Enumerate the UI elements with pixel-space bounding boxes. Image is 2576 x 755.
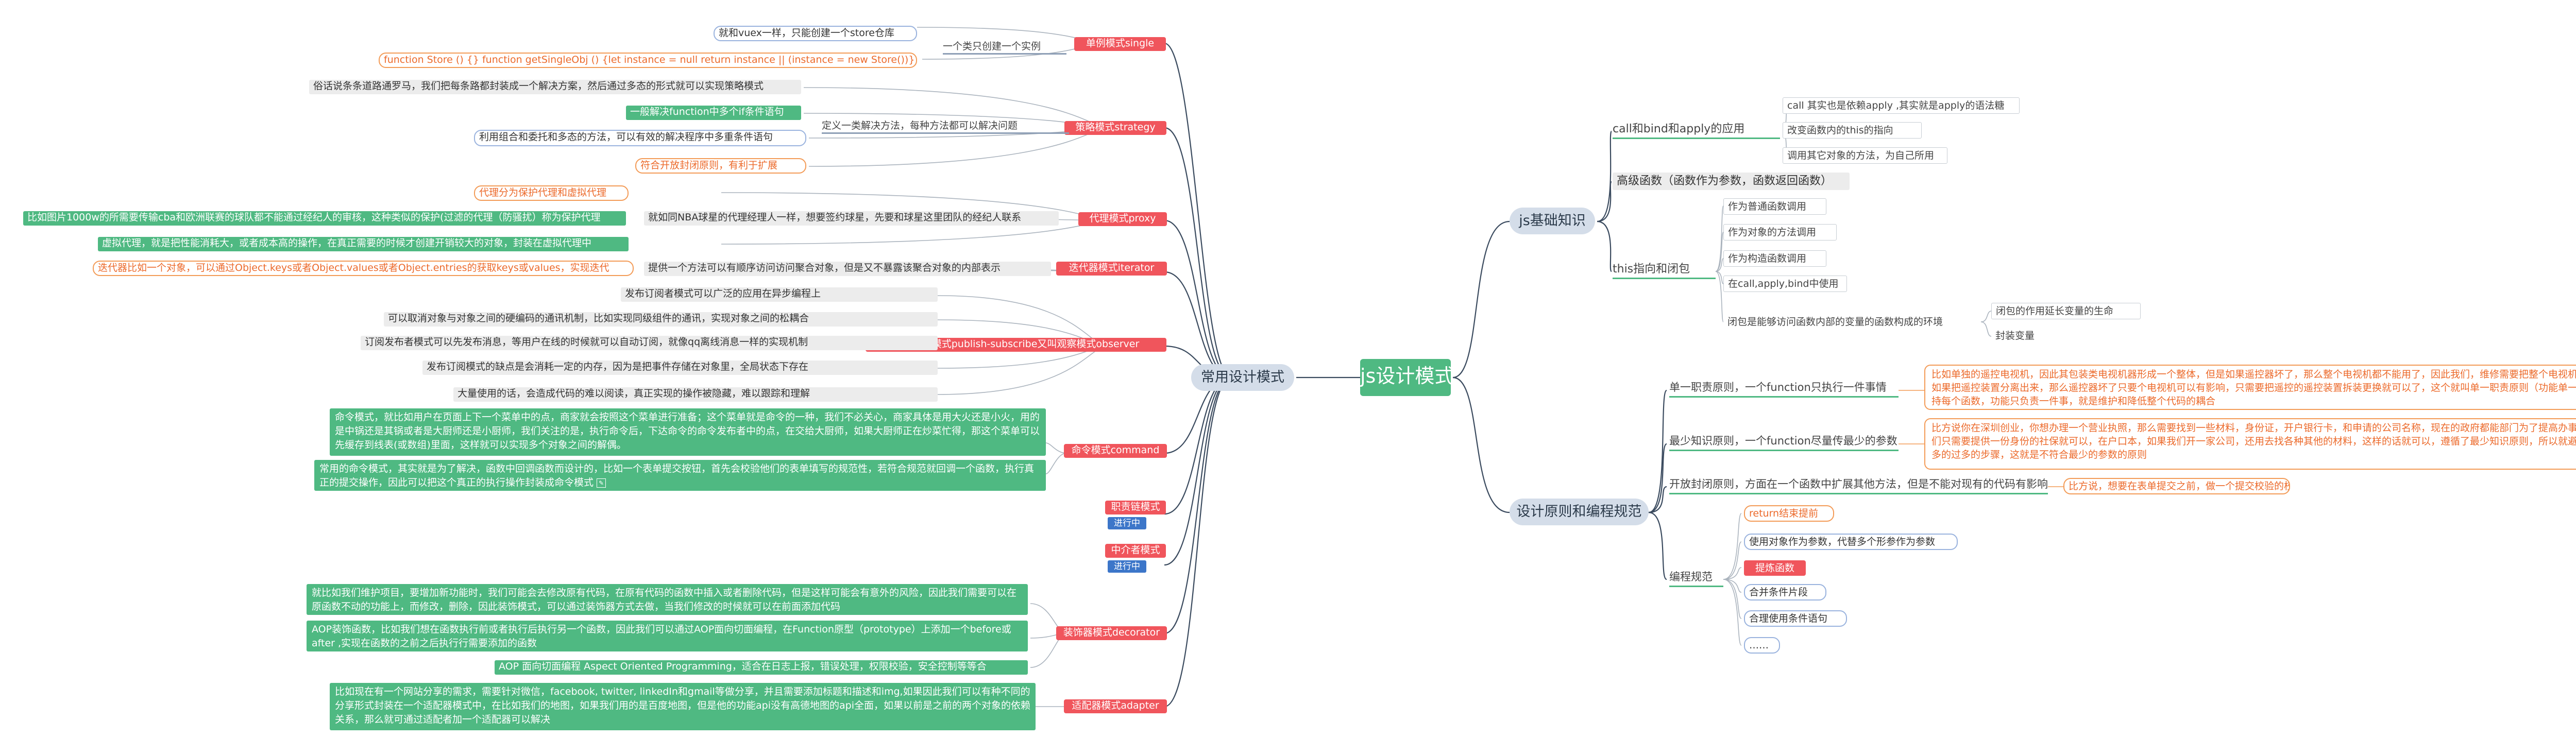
mediator-node[interactable]: 中介者模式 [1105,544,1166,558]
coding-item-1: return结束提前 [1744,505,1834,522]
singleton-desc: 一个类只创建一个实例 [943,40,1066,55]
coding-item-6: …… [1744,637,1780,654]
cba-item-3: 调用其它对象的方法，为自己所用 [1783,147,1947,164]
command-item-2: 常用的命令模式，其实就是为了解决，函数中回调函数而设计的，比如一个表单提交按钮，… [314,460,1046,491]
decorator-node[interactable]: 装饰器模式decorator [1056,626,1167,640]
proxy-desc: 就如同NBA球星的代理经理人一样，想要签约球星，先要和球星这里团队的经纪人联系 [644,211,1059,226]
ocp-detail: 比方说，想要在表单提交之前，做一个提交校验的校验 [2063,478,2290,494]
coding-item-3: 提炼函数 [1744,560,1806,576]
this-item-1: 作为普通函数调用 [1723,198,1826,215]
strategy-item-4: 符合开放封闭原则，有利于扩展 [635,158,806,174]
singleton-item-1: 就和vuex一样，只能创建一个store仓库 [714,26,917,41]
observer-item-5: 大量使用的话，会造成代码的难以阅读，真正实现的操作被隐藏，难以跟踪和理解 [453,387,938,402]
strategy-item-1: 俗话说条条道路通罗马，我们把每条路都封装成一个解决方案，然后通过多态的形式就可以… [309,80,801,94]
higher-order-node[interactable]: 高级函数（函数作为参数，函数返回函数） [1613,173,1850,190]
iterator-desc: 提供一个方法可以有顺序访问访问聚合对象，但是又不暴露该聚合对象的内部表示 [644,262,1051,276]
proxy-item-2: 比如图片1000w的所需要传输cba和欧洲联赛的球队都不能通过经纪人的审核，这种… [23,211,626,226]
strategy-item-2: 一般解决function中多个if条件语句 [626,106,801,120]
adapter-item-1: 比如现在有一个网站分享的需求，需要针对微信，facebook, twitter,… [330,683,1036,730]
singleton-node[interactable]: 单例模式single [1074,37,1166,51]
ocp-node[interactable]: 开放封闭原则，方面在一个函数中扩展其他方法，但是不能对现有的代码有影响 [1669,478,2048,494]
strategy-item-3: 利用组合和委托和多态的方法，可以有效的解决程序中多重条件语句 [474,130,806,146]
observer-item-3: 订阅发布者模式可以先发布消息，等用户在线的时候就可以自动订阅，就像qq离线消息一… [361,336,938,350]
coding-item-4: 合并条件片段 [1744,584,1826,600]
singleton-item-2: function Store () {} function getSingleO… [379,53,917,68]
observer-item-1: 发布订阅者模式可以广泛的应用在异步编程上 [621,287,938,302]
chain-badge: 进行中 [1108,517,1146,529]
strategy-node[interactable]: 策略模式strategy [1064,121,1166,135]
chain-node[interactable]: 职责链模式 [1105,501,1166,514]
lkp-node[interactable]: 最少知识原则，一个function尽量传最少的参数 [1669,435,1899,451]
root-node[interactable]: js设计模式 [1360,359,1451,396]
decorator-item-2: AOP装饰函数，比如我们想在函数执行前或者执行后执行另一个函数，因此我们可以通过… [307,621,1028,651]
srp-detail: 比如单独的遥控电视机，因此其包装类电视机器形成一个整体，但是如果遥控器坏了，那么… [1924,365,2576,410]
observer-item-2: 可以取消对象与对象之间的硬编码的通讯机制，比如实现同级组件的通讯，实现对象之间的… [384,312,938,327]
coding-item-5: 合理使用条件语句 [1744,610,1847,627]
cba-item-1: call 其实也是依赖apply ,其实就是apply的语法糖 [1783,97,2020,114]
this-item-4: 在call,apply,bind中使用 [1723,276,1847,292]
command-item-2-text: 常用的命令模式，其实就是为了解决，函数中回调函数而设计的，比如一个表单提交按钮，… [319,463,1035,488]
proxy-node[interactable]: 代理模式proxy [1078,212,1167,226]
this-closure-node[interactable]: this指向和闭包 [1613,263,1716,279]
coding-item-2: 使用对象作为参数，代替多个形参作为参数 [1744,534,1958,550]
this-item-3: 作为构造函数调用 [1723,250,1826,267]
command-node[interactable]: 命令模式command [1064,444,1167,458]
srp-node[interactable]: 单一职责原则，一个function只执行一件事情 [1669,381,1899,398]
decorator-item-3: AOP 面向切面编程 Aspect Oriented Programming，适… [495,660,1028,675]
strategy-desc: 定义一类解决方法，每种方法都可以解决问题 [822,119,1069,134]
observer-item-4: 发布订阅模式的缺点是会消耗一定的内存，因为是把事件存储在对象里，全局状态下存在 [422,361,938,375]
decorator-item-1: 就比如我们维护项目，要增加新功能时，我们可能会去修改原有代码，在原有代码的函数中… [307,584,1028,615]
branch-js-basics[interactable]: js基础知识 [1510,208,1595,234]
branch-principles[interactable]: 设计原则和编程规范 [1510,499,1649,525]
iterator-node[interactable]: 迭代器模式iterator [1056,262,1167,276]
branch-design-patterns[interactable]: 常用设计模式 [1191,364,1294,391]
closure-item-2: 封装变量 [1995,330,2035,341]
proxy-item-3: 虚拟代理，就是把性能消耗大，或者成本高的操作，在真正需要的时候才创建开销较大的对… [98,237,629,251]
cba-item-2: 改变函数内的this的指向 [1783,122,1922,139]
call-bind-apply-node[interactable]: call和bind和apply的应用 [1613,123,1780,139]
iterator-item-1: 迭代器比如一个对象，可以通过Object.keys或者Object.values… [93,261,634,276]
this-item-5: 闭包是能够访问函数内部的变量的函数构成的环境 [1727,316,1943,328]
coding-node[interactable]: 编程规范 [1669,571,1723,587]
lkp-detail: 比方说你在深圳创业，你想办理一个营业执照，那么需要找到一些材料，身份证，开户银行… [1924,418,2576,470]
command-item-1: 命令模式，就比如用户在页面上下一个菜单中的点，商家就会按照这个菜单进行准备；这个… [330,408,1046,456]
adapter-node[interactable]: 适配器模式adapter [1064,699,1167,713]
this-item-2: 作为对象的方法调用 [1723,224,1837,241]
mediator-badge: 进行中 [1108,560,1146,573]
note-icon[interactable]: ✎ [597,478,606,488]
proxy-item-1: 代理分为保护代理和虚拟代理 [474,185,629,201]
closure-item-1: 闭包的作用延长变量的生命 [1991,303,2141,319]
